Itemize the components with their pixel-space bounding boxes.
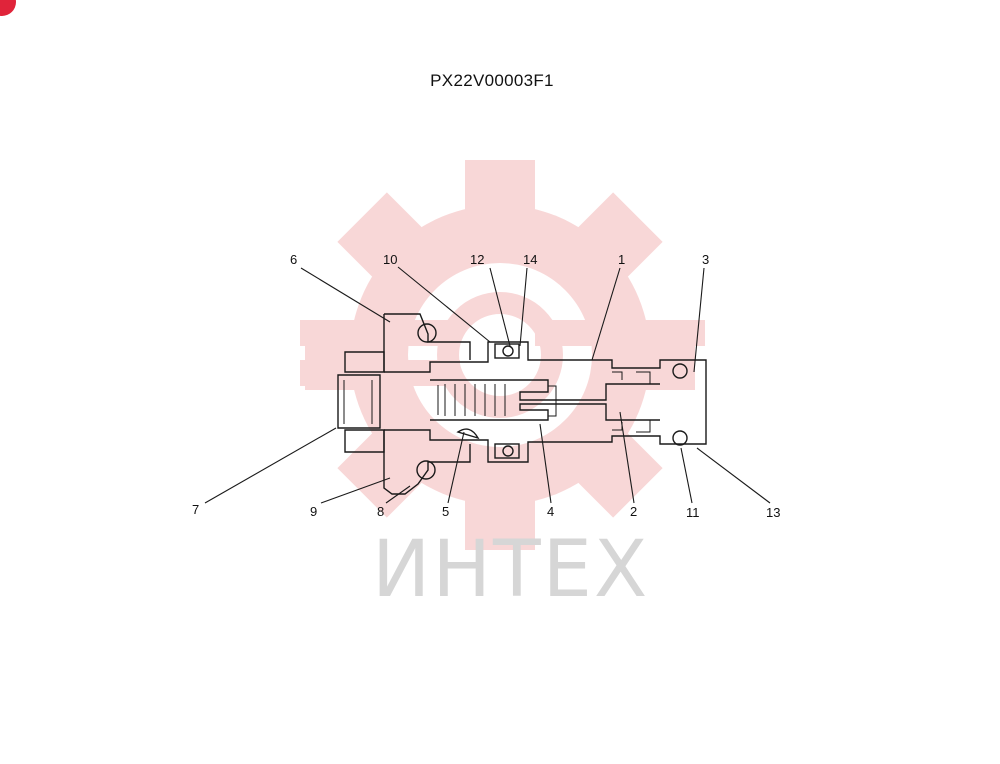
callout-13: 13	[766, 505, 780, 520]
callout-1: 1	[618, 252, 625, 267]
callout-3: 3	[702, 252, 709, 267]
callout-7: 7	[192, 502, 199, 517]
callout-2: 2	[630, 504, 637, 519]
callout-5: 5	[442, 504, 449, 519]
callout-14: 14	[523, 252, 537, 267]
valve-assembly	[337, 313, 707, 495]
callout-4: 4	[547, 504, 554, 519]
leader-lines	[204, 266, 771, 504]
callout-12: 12	[470, 252, 484, 267]
callout-11: 11	[686, 505, 700, 520]
callout-8: 8	[377, 504, 384, 519]
drawing-code: PX22V00003F1	[430, 71, 554, 90]
watermark-text: ИНТЕХ	[372, 525, 649, 615]
callout-10: 10	[383, 252, 397, 267]
callout-numbers: 6 10 12 14 1 3 7 9 8 5 4 2 11 13	[192, 252, 780, 520]
callout-9: 9	[310, 504, 317, 519]
callout-6: 6	[290, 252, 297, 267]
watermark-gear-icon	[300, 160, 705, 550]
